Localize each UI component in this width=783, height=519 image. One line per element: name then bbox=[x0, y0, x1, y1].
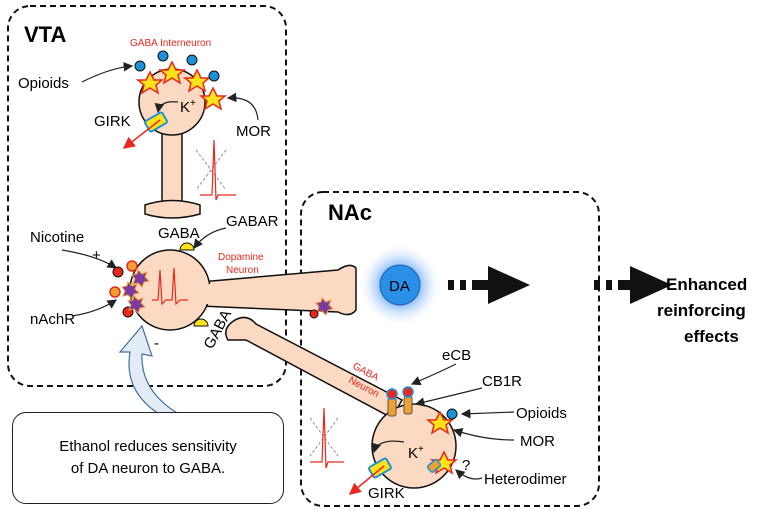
mor-star-nac bbox=[425, 410, 455, 435]
nicotine-plus: + bbox=[92, 247, 101, 264]
nicotine-arrow bbox=[61, 249, 117, 269]
question-mark: ? bbox=[462, 457, 470, 474]
gabar-arrow bbox=[193, 227, 227, 249]
mor-star bbox=[157, 60, 187, 85]
cb1r-receptor bbox=[386, 388, 398, 417]
opioid-dot bbox=[157, 50, 169, 62]
mor-label-vta: MOR bbox=[236, 123, 271, 140]
opioid-dot bbox=[208, 70, 220, 82]
opioid-dot-nac bbox=[446, 408, 458, 420]
ecb-arrow bbox=[410, 363, 457, 386]
cb1r-arrow bbox=[414, 387, 483, 407]
ecb-label: eCB bbox=[442, 347, 471, 364]
k-flow-arrow-nac bbox=[371, 440, 405, 454]
heterodimer-label: Heterodimer bbox=[484, 471, 567, 488]
dopamine-neuron-label-2: Neuron bbox=[226, 265, 259, 276]
nac-title: NAc bbox=[328, 200, 372, 225]
gaba-label-top: GABA bbox=[158, 225, 200, 242]
inhibited-firing-trace-vta bbox=[195, 139, 236, 201]
callout-line-2: of DA neuron to GABA. bbox=[70, 460, 226, 477]
dopamine-neuron bbox=[129, 249, 357, 331]
opioid-dot bbox=[134, 60, 146, 72]
nachr-terminal bbox=[315, 297, 335, 316]
dopamine-neuron-label-1: Dopamine bbox=[218, 252, 264, 263]
mor-arrow-nac bbox=[452, 428, 515, 441]
inhibited-firing-trace-nac bbox=[309, 407, 344, 469]
k-ion-label-nac: K+ bbox=[408, 444, 424, 462]
opioids-label-vta: Opioids bbox=[18, 75, 69, 92]
nicotine-label: Nicotine bbox=[30, 229, 84, 246]
k-flow-arrow-vta bbox=[154, 101, 179, 114]
mor-star bbox=[198, 86, 228, 111]
callout-line-1: Ethanol reduces sensitivity bbox=[59, 438, 237, 456]
gaba-interneuron bbox=[138, 68, 206, 219]
ethanol-effect-arrow bbox=[118, 324, 192, 425]
nachr-label: nAchR bbox=[30, 311, 75, 328]
minus-sign: - bbox=[154, 335, 159, 352]
mor-arrow-vta bbox=[226, 92, 259, 121]
nachr-arrow bbox=[71, 299, 117, 317]
dashed-arrow-1 bbox=[448, 266, 530, 304]
opioids-label-nac: Opioids bbox=[516, 405, 567, 422]
girk-label-vta: GIRK bbox=[94, 113, 131, 130]
output-line-2: reinforcing bbox=[657, 301, 746, 320]
cb1r-label: CB1R bbox=[482, 373, 522, 390]
ethanol-callout: Ethanol reduces sensitivity of DA neuron… bbox=[12, 412, 284, 504]
cb1r-receptor bbox=[402, 386, 414, 415]
k-efflux-arrow-nac bbox=[348, 465, 385, 495]
opioids-arrow-nac bbox=[460, 408, 515, 419]
opioids-arrow-vta bbox=[81, 61, 134, 83]
heterodimer-arrow bbox=[455, 469, 483, 480]
mor-star bbox=[135, 70, 165, 95]
dashed-arrow-2 bbox=[594, 266, 672, 304]
heterodimer bbox=[426, 450, 459, 475]
gabar-label: GABAR bbox=[226, 213, 279, 230]
nachr-cluster bbox=[109, 260, 151, 318]
gaba-receptor-top bbox=[179, 242, 195, 251]
da-label: DA bbox=[389, 278, 410, 295]
gaba-interneuron-label: GABA Interneuron bbox=[130, 38, 211, 49]
nac-region-box bbox=[300, 191, 600, 507]
output-line-3: effects bbox=[684, 327, 739, 346]
k-efflux-arrow-vta bbox=[122, 119, 161, 149]
opioid-dot bbox=[186, 54, 198, 66]
k-ion-label-vta: K+ bbox=[180, 98, 196, 116]
output-line-1: Enhanced bbox=[666, 275, 747, 294]
gaba-receptor-bottom bbox=[193, 318, 209, 327]
mor-star bbox=[182, 68, 212, 93]
girk-label-nac: GIRK bbox=[368, 485, 405, 502]
da-core bbox=[379, 264, 421, 306]
vta-title: VTA bbox=[24, 22, 66, 47]
firing-trace-da bbox=[152, 267, 188, 306]
nachr-terminal-dot bbox=[309, 309, 319, 319]
mor-label-nac: MOR bbox=[520, 433, 555, 450]
girk-channel-nac bbox=[368, 457, 392, 479]
